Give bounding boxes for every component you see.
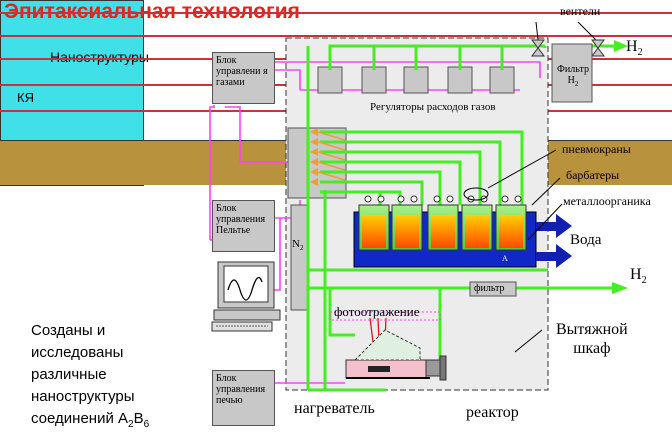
gas-regulators-label: Регуляторы расходов газов [370,101,496,113]
caption-line: Созданы и [31,322,106,339]
fume-hood-line: Вытяжной [556,321,628,338]
h2-subscript: 2 [637,47,643,59]
caption-sub: 2 [128,419,134,430]
quantum-well-layer [0,12,672,14]
h2-outlet-label: H2 [630,266,647,286]
pneumo-valves [364,195,522,203]
water-label: Вода [570,232,602,248]
quantum-well-layer [0,35,672,37]
qw-label: КЯ [17,90,34,105]
page-title: Эпитаксиальная технология [4,0,300,23]
water-flow [536,214,572,268]
n2-cylinder [290,204,310,311]
caption-mid: В [133,410,144,427]
furnace-control-block: Блок управления печью [212,370,275,426]
heater-label: нагреватель [294,400,375,417]
caption-line: различные [31,366,107,383]
metalorganics-label: металлоорганика [563,194,651,208]
label-leaders [487,21,597,353]
valve-highlight [463,187,489,201]
h2-symbol: H [626,38,638,55]
peltier-control-block: Блок управления Пельтье [212,200,275,252]
caption-prefix: соединений А [31,410,128,427]
bubbler [461,204,493,251]
filter-mid-box [469,281,517,297]
h2-outlet-arrow [612,282,628,294]
reactor [345,329,447,381]
bubbler [427,204,459,251]
filter-h2-formula: H2 [554,75,592,90]
filter-h2-box [551,43,593,103]
h2-inlet-label: H2 [626,38,643,58]
caption-text: Созданы и исследованы различные наностру… [31,320,149,436]
optics-window [329,311,441,321]
h2-symbol: H [567,75,575,86]
manifold-links [317,131,346,181]
valves-label: вентели [560,4,601,18]
valve-symbols [531,39,605,57]
h2-symbol: H [630,266,642,283]
fume-hood-label: Вытяжной шкаф [556,320,628,358]
bubbler [495,204,527,251]
photoreflection-label: фотоотражение [334,304,420,319]
nanostructures-label: Наноструктуры [50,49,149,65]
filter-h2-text: Фильтр [557,64,589,75]
caption-line: соединений А2В6 [31,408,149,436]
bubbler [391,204,423,251]
h2-subscript: 2 [641,275,647,287]
bath-mark: A [502,254,508,263]
caption-sub: 6 [143,419,150,430]
n2-label: N2 [292,238,303,252]
caption-line: наноструктуры [31,388,135,405]
reactor-label: реактор [466,404,519,421]
gas-control-block: Блок управлени я газами [212,52,275,104]
computer-icon [211,261,281,332]
pneumovalves-label: пневмокраны [562,142,631,156]
h2-subscript: 2 [574,80,579,88]
bubblers-label: барбатеры [566,168,620,182]
filter-mid-label: фильтр [474,283,505,294]
n2-symbol: N [292,238,300,250]
n2-subscript: 2 [299,244,304,253]
fume-hood-line: шкаф [573,340,611,357]
bubblers [358,204,527,251]
caption-line: исследованы [31,344,124,361]
h2-inlet-arrow [614,40,628,52]
flow-arrows [310,128,318,186]
bubbler [358,204,390,251]
filter-h2-label: Фильтр H2 [554,64,592,90]
